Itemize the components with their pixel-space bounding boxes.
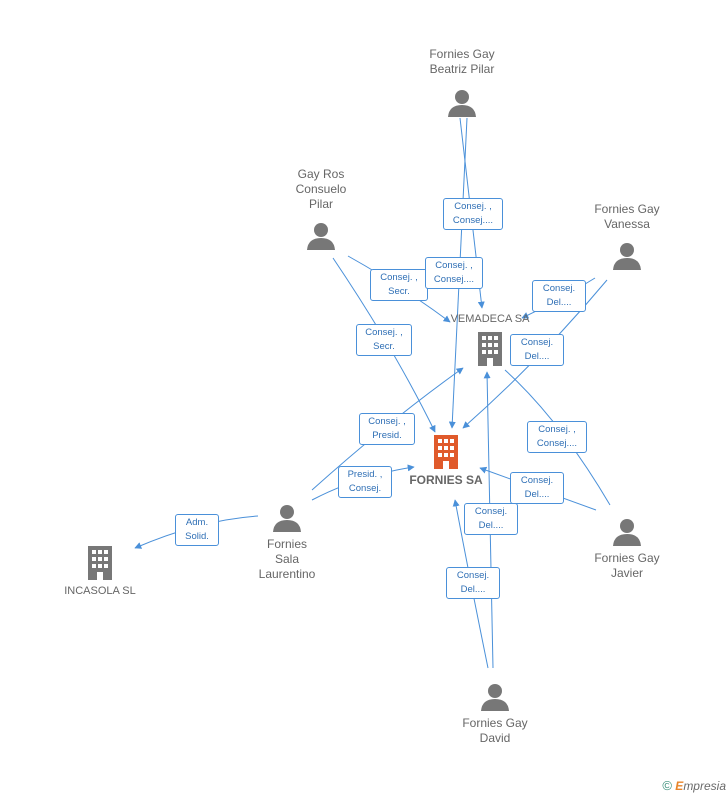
person-name-line: Beatriz Pilar bbox=[429, 62, 495, 76]
edge-label-line: Consej. bbox=[520, 337, 554, 348]
brand-rest: mpresia bbox=[683, 779, 726, 793]
person-icon bbox=[272, 504, 302, 537]
person-node-vanessa[interactable]: Fornies Gay Vanessa bbox=[577, 202, 677, 275]
edge-label-consuelo-vemadeca[interactable]: Consej. , Secr. bbox=[370, 269, 428, 301]
company-node-fornies-main[interactable]: FORNIES SA bbox=[396, 435, 496, 487]
edge-label-line: Consej. bbox=[520, 475, 554, 486]
edge-label-line: Consej.... bbox=[433, 274, 475, 285]
person-node-consuelo[interactable]: Gay Ros Consuelo Pilar bbox=[271, 167, 371, 255]
person-icon bbox=[480, 683, 510, 716]
person-node-javier[interactable]: Fornies Gay Javier bbox=[577, 518, 677, 581]
brand-initial: E bbox=[675, 779, 684, 793]
person-icon bbox=[306, 222, 336, 255]
edge-label-javier-fornies[interactable]: Consej. Del.... bbox=[510, 472, 564, 504]
edge-label-consuelo-fornies[interactable]: Consej. , Secr. bbox=[356, 324, 412, 356]
company-name: INCASOLA SL bbox=[64, 585, 136, 597]
edge-label-line: Consej.... bbox=[536, 438, 578, 449]
person-node-david[interactable]: Fornies Gay David bbox=[445, 683, 545, 746]
edge-label-javier-vemadeca[interactable]: Consej. , Consej.... bbox=[527, 421, 587, 453]
person-name-line: Pilar bbox=[308, 197, 333, 211]
edge-label-line: Del.... bbox=[524, 489, 550, 500]
edge-label-line: Consej. bbox=[474, 506, 508, 517]
edge-label-line: Consej. , bbox=[365, 327, 403, 338]
person-name-line: Fornies Gay bbox=[594, 551, 660, 565]
edge-label-line: Consej.... bbox=[452, 215, 494, 226]
edge-label-laurentino-incasola[interactable]: Adm. Solid. bbox=[175, 514, 219, 546]
person-name-line: Gay Ros bbox=[297, 167, 345, 181]
edge-label-line: Consej. , bbox=[435, 260, 473, 271]
edge-label-line: Consej. bbox=[348, 483, 382, 494]
person-name-line: Consuelo bbox=[295, 182, 347, 196]
person-icon bbox=[612, 518, 642, 551]
edge-label-david-vemadeca[interactable]: Consej. Del.... bbox=[464, 503, 518, 535]
person-icon bbox=[612, 242, 642, 275]
building-icon bbox=[85, 546, 115, 585]
edge-label-vanessa-fornies[interactable]: Consej. Del.... bbox=[510, 334, 564, 366]
brand-logo: Empresia bbox=[675, 779, 726, 793]
edge-label-line: Secr. bbox=[373, 341, 395, 352]
edge-label-line: Consej. bbox=[542, 283, 576, 294]
empresia-watermark: © Empresia bbox=[662, 778, 726, 793]
edge-label-line: Consej. , bbox=[454, 201, 492, 212]
edge-label-laurentino-fornies[interactable]: Presid. , Consej. bbox=[338, 466, 392, 498]
edge-label-line: Del.... bbox=[460, 584, 486, 595]
edge-label-line: Consej. , bbox=[368, 416, 406, 427]
company-name: FORNIES SA bbox=[409, 473, 483, 487]
building-icon bbox=[475, 332, 505, 371]
copyright-symbol: © bbox=[662, 778, 672, 793]
edge-label-david-fornies[interactable]: Consej. Del.... bbox=[446, 567, 500, 599]
person-node-laurentino[interactable]: Fornies Sala Laurentino bbox=[237, 504, 337, 582]
edge-label-line: Adm. bbox=[185, 517, 209, 528]
edge-label-line: Consej. , bbox=[538, 424, 576, 435]
company-node-incasola[interactable]: INCASOLA SL bbox=[50, 546, 150, 598]
edge-label-line: Consej. , bbox=[380, 272, 418, 283]
person-name-line: Laurentino bbox=[258, 567, 316, 581]
edge-label-line: Consej. bbox=[456, 570, 490, 581]
edge-label-line: Del.... bbox=[546, 297, 572, 308]
person-name-line: Fornies Gay bbox=[429, 47, 495, 61]
person-icon bbox=[447, 89, 477, 122]
person-name-line: Sala bbox=[274, 552, 300, 566]
edge-label-vanessa-vemadeca[interactable]: Consej. Del.... bbox=[532, 280, 586, 312]
person-name-line: Fornies Gay bbox=[462, 716, 528, 730]
company-name: VEMADECA SA bbox=[450, 313, 530, 325]
edge-label-laurentino-vemadeca[interactable]: Consej. , Presid. bbox=[359, 413, 415, 445]
person-node-beatriz[interactable]: Fornies Gay Beatriz Pilar bbox=[412, 47, 512, 122]
building-icon bbox=[431, 435, 461, 474]
person-name-line: Fornies bbox=[266, 537, 307, 551]
edge-label-line: Presid. , bbox=[347, 469, 383, 480]
person-name-line: David bbox=[479, 731, 511, 745]
edge-label-line: Del.... bbox=[524, 351, 550, 362]
edge-label-line: Del.... bbox=[478, 520, 504, 531]
person-name-line: Fornies Gay bbox=[594, 202, 660, 216]
edge-label-line: Solid. bbox=[185, 531, 209, 542]
edge-label-beatriz-vemadeca[interactable]: Consej. , Consej.... bbox=[443, 198, 503, 230]
edge-label-beatriz-fornies[interactable]: Consej. , Consej.... bbox=[425, 257, 483, 289]
edge-label-line: Secr. bbox=[388, 286, 410, 297]
person-name-line: Vanessa bbox=[604, 217, 650, 231]
person-name-line: Javier bbox=[610, 566, 643, 580]
edge-label-line: Presid. bbox=[372, 430, 402, 441]
company-node-vemadeca[interactable]: VEMADECA SA bbox=[440, 313, 540, 371]
